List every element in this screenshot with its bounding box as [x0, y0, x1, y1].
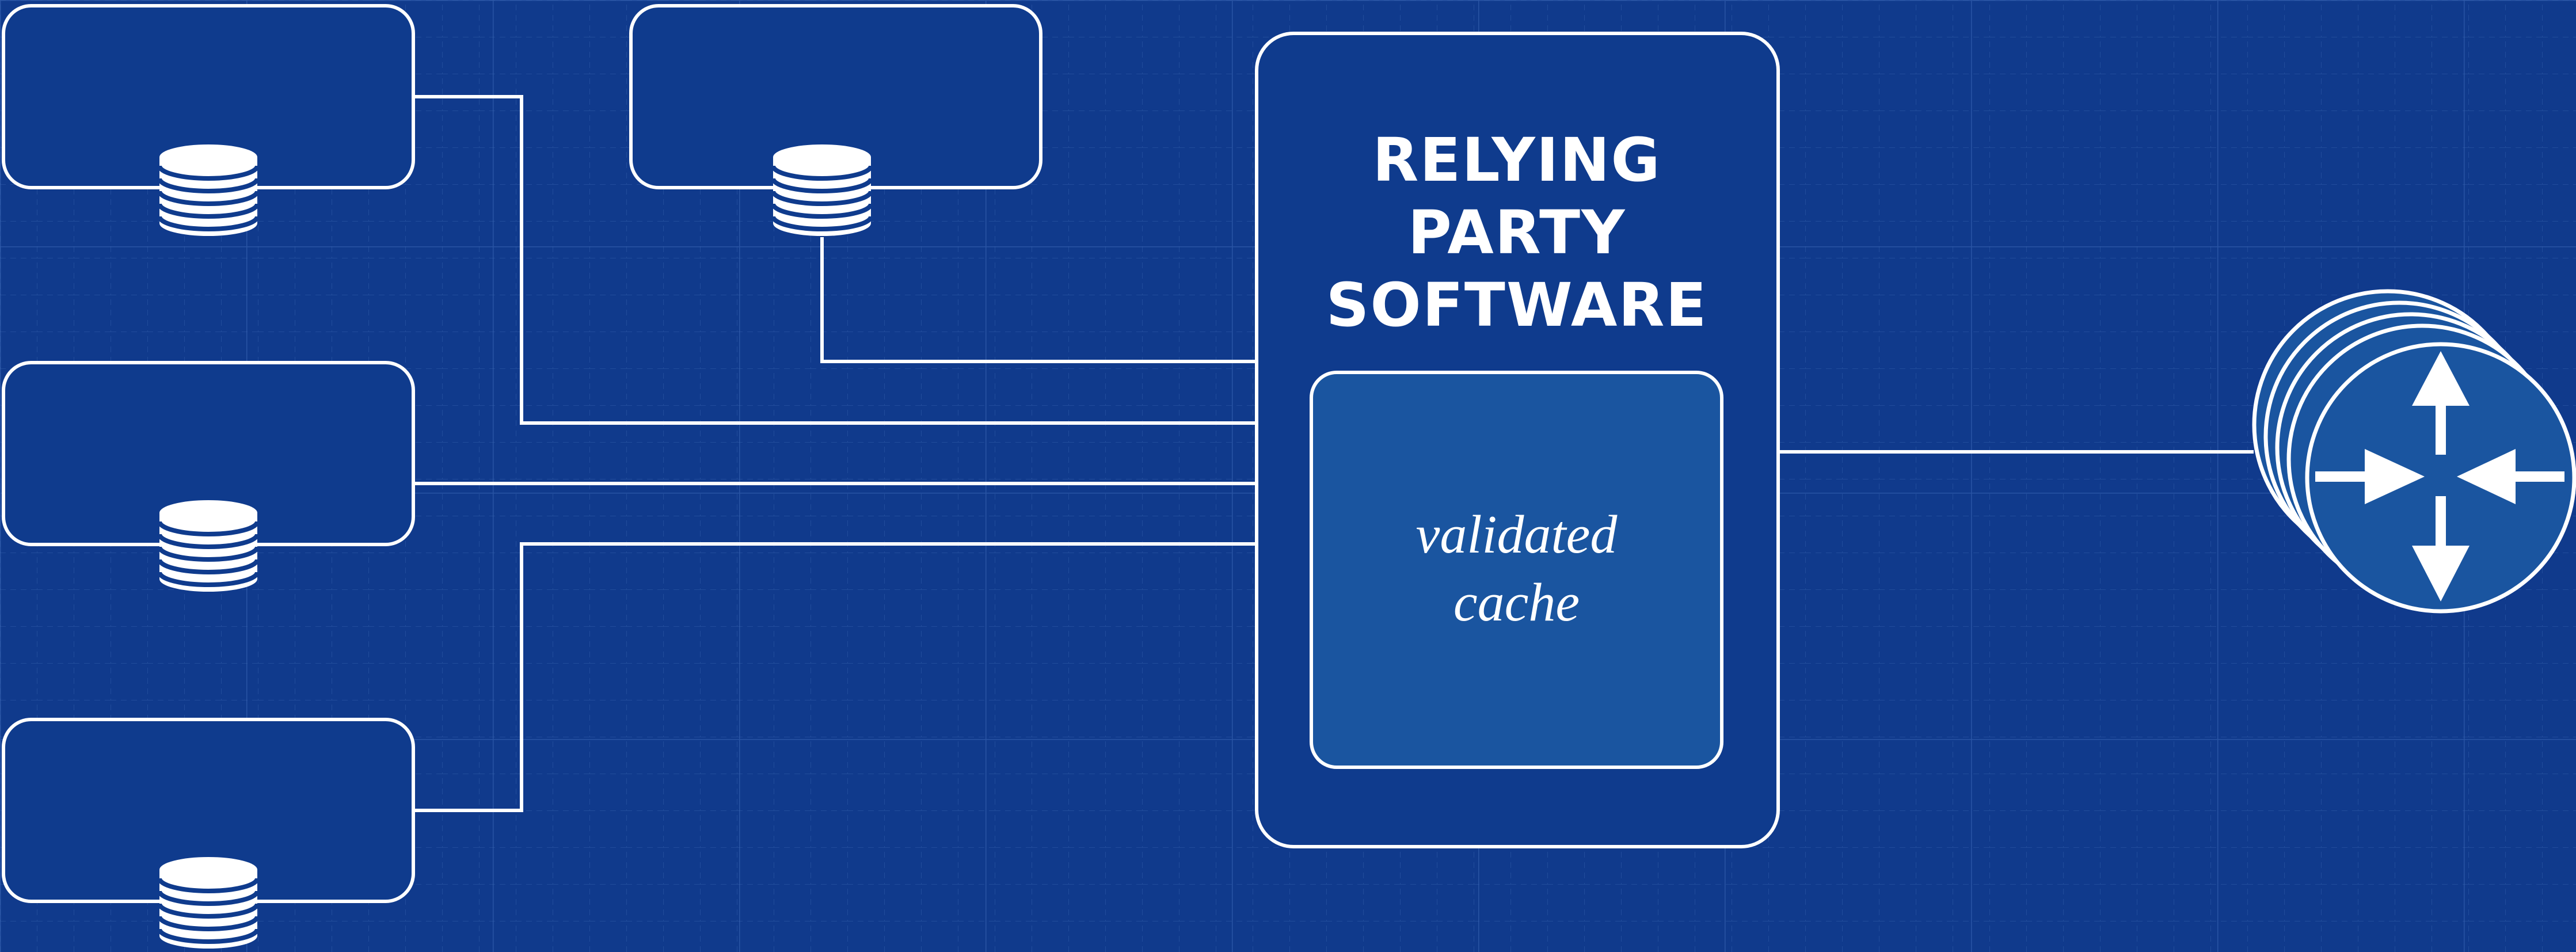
database-icon [159, 857, 257, 949]
relying-party-title: RELYING PARTY SOFTWARE [1255, 124, 1779, 341]
validated-cache-label: validated cache [1311, 501, 1722, 637]
relying-party-title-line2: SOFTWARE [1326, 270, 1708, 340]
database-icon [159, 144, 257, 236]
connector-lines [413, 95, 2254, 812]
cache-label-line2: cache [1453, 573, 1580, 633]
database-icon [159, 500, 257, 592]
cache-label-line1: validated [1416, 505, 1618, 565]
database-icon [773, 144, 871, 236]
connector-repo-2 [820, 237, 1257, 363]
connector-repo-1 [413, 95, 1257, 425]
relying-party-title-line1: RELYING PARTY [1372, 125, 1661, 268]
router-icon [2254, 291, 2576, 614]
validated-cache-box [1310, 371, 1723, 769]
connector-repo-4 [413, 542, 1257, 812]
